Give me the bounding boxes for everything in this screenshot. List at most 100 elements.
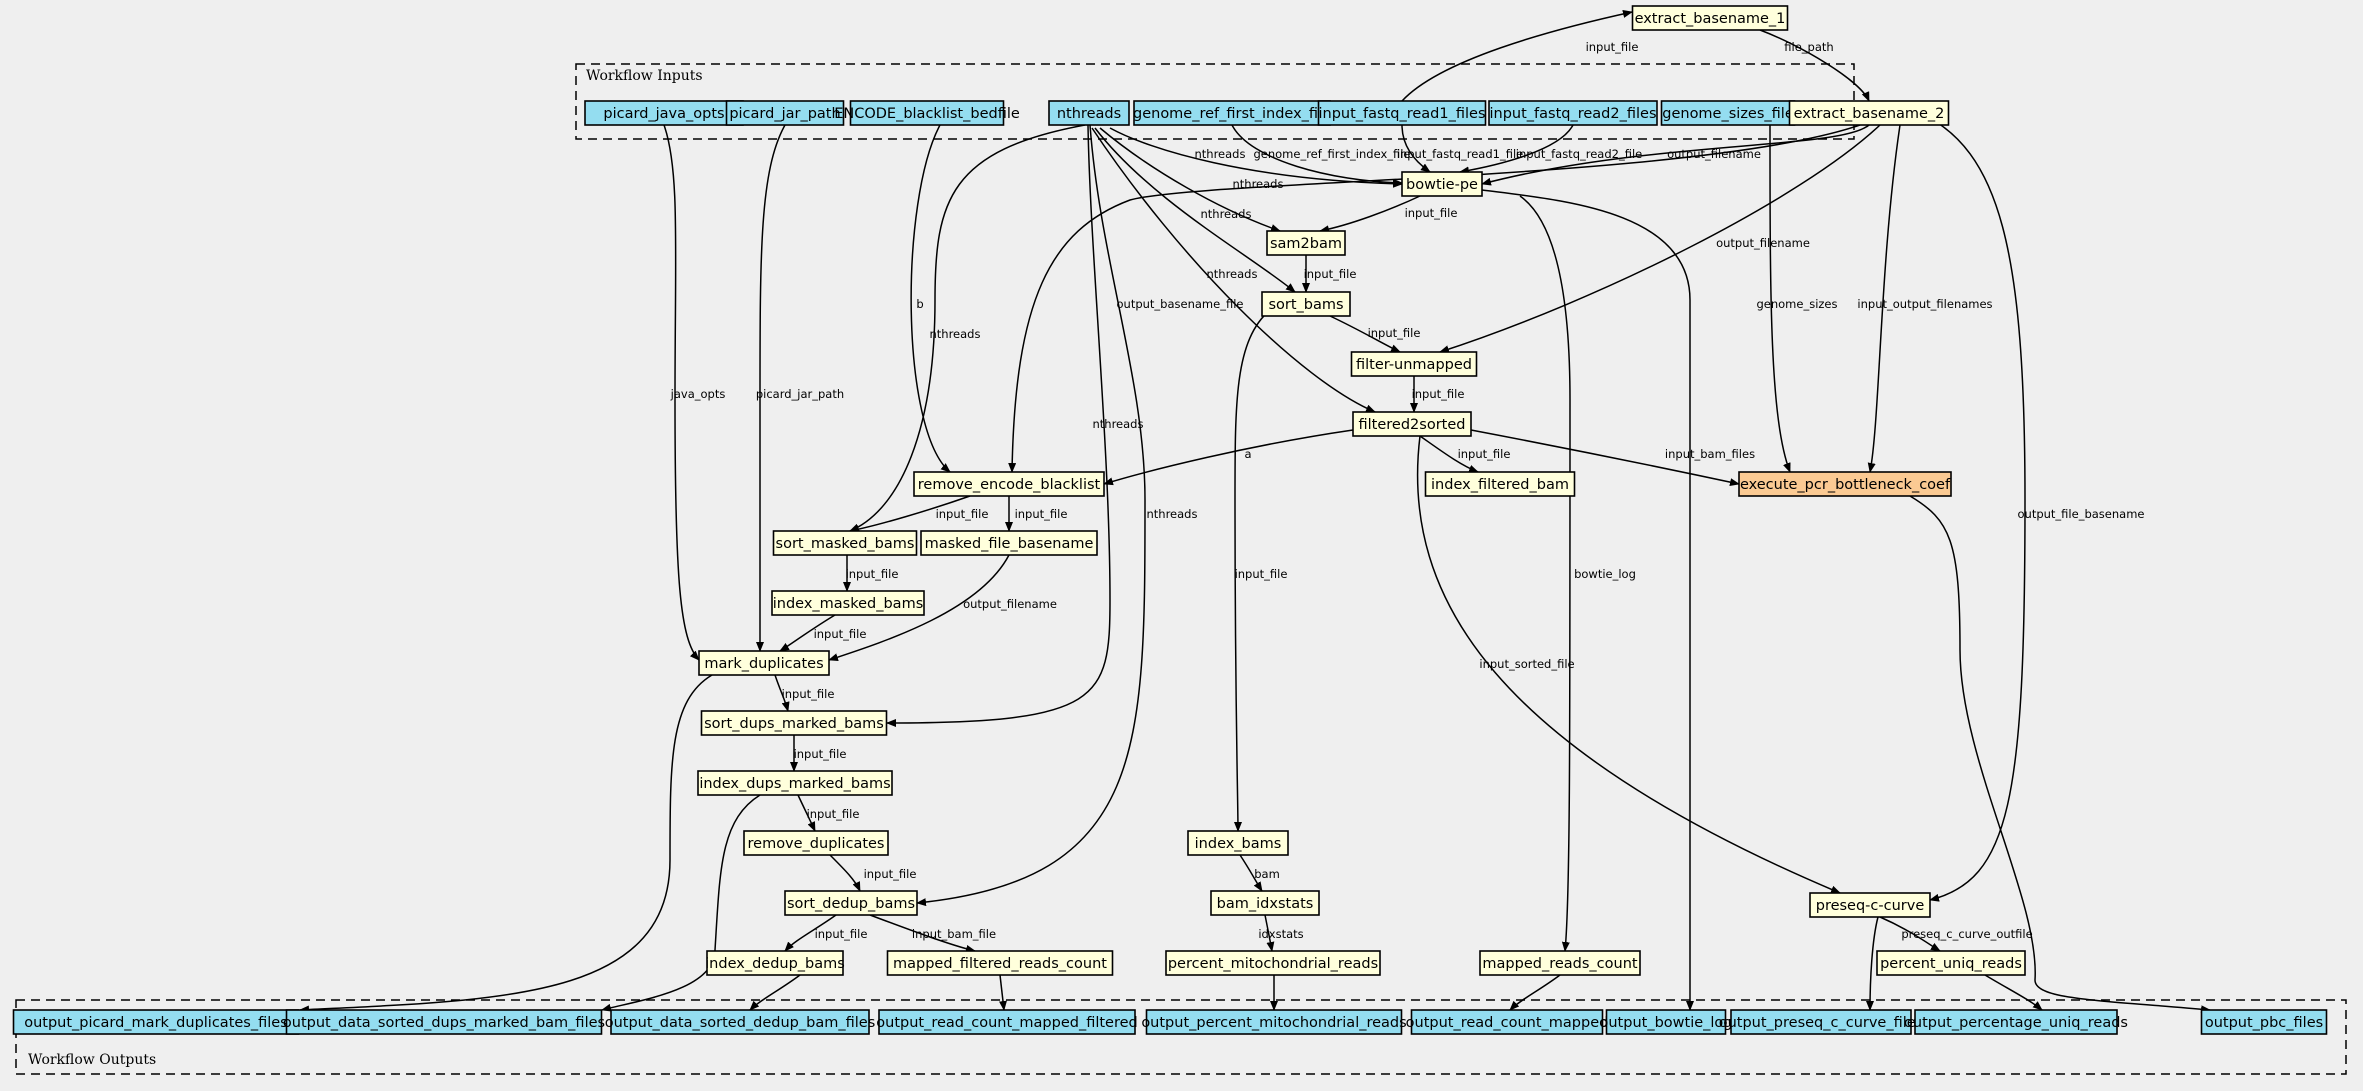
node-label-out_picard: output_picard_mark_duplicates_files — [24, 1015, 288, 1031]
node-box-filtered2sorted — [1352, 411, 1472, 437]
edge-label-nthreads-to-filtered2sorted: nthreads — [1207, 267, 1258, 281]
node-label-sam2bam: sam2bam — [1270, 236, 1342, 252]
edge-filtered2sorted-to-index_filtered_bam — [1419, 435, 1479, 473]
node-box-out_percentage_uniq — [1914, 1009, 2118, 1035]
edge-label-mark_dups-to-sort_dups: input_file — [782, 687, 835, 701]
node-out_bowtie_log: output_bowtie_log — [1600, 1009, 1733, 1035]
node-box-out_sorted_dups — [285, 1009, 603, 1035]
node-out_read_count_mapped: output_read_count_mapped — [1406, 1009, 1608, 1035]
node-sort_masked: sort_masked_bams — [772, 530, 918, 556]
edge-encode_blacklist-to-remove_encode — [910, 124, 951, 473]
node-index_dups: index_dups_marked_bams — [697, 770, 893, 796]
node-label-sort_dups: sort_dups_marked_bams — [704, 716, 884, 732]
edge-label-extract1-to-extract2: file_path — [1784, 40, 1833, 54]
edge-label-sort_dedup-to-mapped_filtered_count: input_bam_file — [912, 927, 996, 941]
edge-label-index_dups-to-remove_dups: input_file — [807, 807, 860, 821]
node-box-picard_jar_path — [725, 100, 845, 126]
node-box-mapped_reads_count — [1479, 950, 1641, 976]
node-label-index_dups: index_dups_marked_bams — [699, 776, 890, 792]
edge-masked_file_basename-to-mark_dups — [828, 554, 1010, 661]
node-label-mark_dups: mark_duplicates — [704, 656, 823, 672]
node-label-extract1: extract_basename_1 — [1635, 11, 1786, 27]
node-label-index_bams: index_bams — [1195, 836, 1282, 852]
edge-label-fastq1-to-extract1: input_file — [1586, 40, 1639, 54]
node-label-filtered2sorted: filtered2sorted — [1359, 417, 1466, 433]
edge-mapped_reads_count-to-out_read_count_mapped — [1509, 974, 1561, 1011]
node-filtered2sorted: filtered2sorted — [1352, 411, 1472, 437]
edge-label-extract2-to-remove_encode: output_basename_file — [1117, 297, 1244, 311]
node-execute_pcr: execute_pcr_bottleneck_coef — [1738, 471, 1952, 497]
node-sort_dedup: sort_dedup_bams — [784, 890, 918, 916]
node-genome_sizes: genome_sizes_file — [1660, 100, 1796, 126]
edge-genome_sizes-to-execute_pcr — [1769, 124, 1791, 473]
node-box-mapped_filtered_count — [886, 950, 1114, 976]
node-label-fastq1: input_fastq_read1_files — [1319, 106, 1486, 122]
node-label-genome_sizes: genome_sizes_file — [1662, 106, 1794, 122]
node-box-masked_file_basename — [920, 530, 1098, 556]
edge-index_masked-to-mark_dups — [779, 614, 836, 652]
edge-label-filtered2sorted-to-remove_encode: a — [1244, 447, 1251, 461]
edge-label-sort_masked-to-index_masked: input_file — [846, 567, 899, 581]
node-picard_jar_path: picard_jar_path — [725, 100, 845, 126]
node-remove_encode: remove_encode_blacklist — [913, 471, 1105, 497]
node-label-index_masked: index_masked_bams — [773, 596, 924, 612]
node-label-mapped_filtered_count: mapped_filtered_reads_count — [893, 956, 1107, 972]
node-box-out_bowtie_log — [1605, 1009, 1727, 1035]
node-encode_blacklist: ENCODE_blacklist_bedfile — [834, 100, 1020, 126]
node-box-extract1 — [1631, 5, 1789, 31]
edge-label-extract2-to-preseq: output_file_basename — [2018, 507, 2145, 521]
edge-nthreads-to-sort_bams — [1094, 127, 1296, 293]
edge-label-filtered2sorted-to-preseq: input_sorted_file — [1479, 657, 1574, 671]
node-box-fastq1 — [1317, 100, 1487, 126]
node-out_pbc: output_pbc_files — [2200, 1009, 2328, 1035]
edge-filtered2sorted-to-remove_encode — [1103, 429, 1354, 486]
node-label-out_preseq: output_preseq_c_curve_files — [1719, 1015, 1924, 1031]
node-label-out_percentage_uniq: output_percentage_uniq_reads — [1904, 1015, 2128, 1031]
edge-label-genome_ref-to-bowtie: genome_ref_first_index_file — [1253, 147, 1410, 161]
edge-label-bowtie-to-mapped_reads_count: bowtie_log — [1574, 567, 1636, 581]
node-label-bowtie: bowtie-pe — [1406, 177, 1478, 193]
node-nthreads: nthreads — [1048, 100, 1130, 126]
edge-label-sort_bams-to-filter_unmapped: input_file — [1368, 326, 1421, 340]
edge-sort_dedup-to-index_dedup — [784, 914, 837, 952]
node-filter_unmapped: filter-unmapped — [1350, 351, 1478, 377]
node-label-sort_dedup: sort_dedup_bams — [787, 896, 915, 912]
edge-label-filtered2sorted-to-index_filtered_bam: input_file — [1458, 447, 1511, 461]
edge-fastq1-to-bowtie — [1401, 124, 1431, 173]
edge-label-extract2-to-execute_pcr: input_output_filenames — [1857, 297, 1992, 311]
edge-label-index_bams-to-bam_idxstats: bam — [1254, 867, 1280, 881]
node-box-execute_pcr — [1738, 471, 1952, 497]
node-box-out_percent_mito — [1145, 1009, 1403, 1035]
node-box-out_picard — [12, 1009, 300, 1035]
node-index_bams: index_bams — [1187, 830, 1289, 856]
edge-nthreads-to-filtered2sorted — [1091, 127, 1376, 413]
node-label-mapped_reads_count: mapped_reads_count — [1482, 956, 1637, 972]
edge-label-sam2bam-to-sort_bams: input_file — [1304, 267, 1357, 281]
node-box-out_read_count_filtered — [878, 1009, 1136, 1035]
node-box-index_bams — [1187, 830, 1289, 856]
edge-preseq-to-percent_uniq — [1879, 916, 1941, 952]
node-box-bowtie — [1401, 171, 1483, 197]
edge-label-fastq1-to-bowtie: input_fastq_read1_file — [1397, 147, 1523, 161]
edge-extract1-to-extract2 — [1759, 29, 1870, 102]
edge-label-nthreads-to-sort_dedup: nthreads — [1147, 507, 1198, 521]
node-box-bam_idxstats — [1210, 890, 1320, 916]
node-label-filter_unmapped: filter-unmapped — [1356, 357, 1472, 373]
edge-label-nthreads-to-sort_masked: nthreads — [930, 327, 981, 341]
edge-nthreads-to-sort_dups — [886, 124, 1111, 727]
edge-genome_ref-to-bowtie — [1231, 124, 1403, 187]
node-box-fastq2 — [1488, 100, 1658, 126]
edge-picard_jar_path-to-mark_dups — [756, 124, 786, 652]
edge-label-remove_encode-to-masked_file_basename: input_file — [1015, 507, 1068, 521]
node-label-percent_uniq: percent_uniq_reads — [1880, 956, 2022, 972]
edge-bowtie-to-sam2bam — [1319, 195, 1421, 234]
edge-extract2-to-filter_unmapped — [1439, 124, 1881, 354]
node-bam_idxstats: bam_idxstats — [1210, 890, 1320, 916]
node-mapped_reads_count: mapped_reads_count — [1479, 950, 1641, 976]
node-label-nthreads: nthreads — [1057, 106, 1121, 122]
node-label-execute_pcr: execute_pcr_bottleneck_coef — [1740, 477, 1951, 493]
edge-label-encode_blacklist-to-remove_encode: b — [916, 297, 923, 311]
edge-sort_bams-to-index_bams — [1233, 309, 1271, 832]
node-remove_dups: remove_duplicates — [743, 830, 889, 856]
